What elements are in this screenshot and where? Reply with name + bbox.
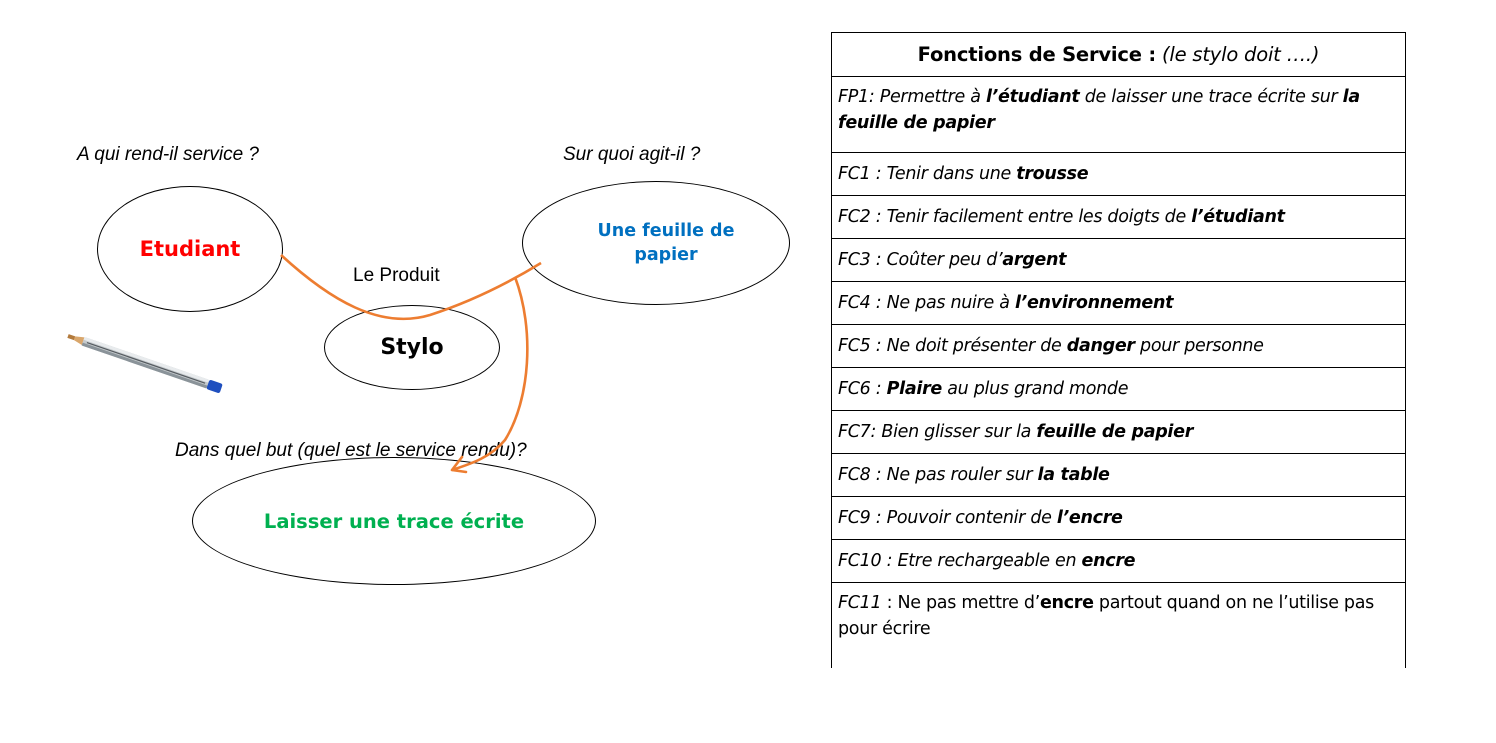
row-text-part: : Ne pas mettre d’ — [881, 593, 1041, 613]
pen-icon — [67, 334, 223, 393]
row-text-part: argent — [1002, 250, 1067, 270]
service-functions-table: Fonctions de Service : (le stylo doit ….… — [831, 32, 1406, 668]
purpose-label: Laisser une trace écrite — [263, 509, 525, 533]
product-label: Stylo — [380, 335, 444, 360]
table-row-fp1: FP1: Permettre à l’étudiant de laisser u… — [832, 76, 1405, 152]
row-text-part: FC10 : Etre rechargeable en — [838, 551, 1082, 571]
row-text-part: partout quand on ne l’utilise pas pour é… — [838, 593, 1374, 639]
table-row-fc5: FC5 : Ne doit présenter de danger pour p… — [832, 324, 1405, 367]
table-row-fc4: FC4 : Ne pas nuire à l’environnement — [832, 281, 1405, 324]
row-text-part: pour personne — [1134, 336, 1264, 356]
row-text: FC10 : Etre rechargeable en encre — [838, 548, 1136, 574]
row-text-part: encre — [1039, 593, 1094, 613]
row-text-part: FC7: Bien glisser sur la — [838, 422, 1037, 442]
row-text-part: FC4 : Ne pas nuire à — [838, 293, 1015, 313]
row-text-part: encre — [1081, 551, 1136, 571]
row-text-part: au plus grand monde — [942, 379, 1129, 399]
user-ellipse: Etudiant — [97, 186, 283, 312]
connector-curve — [280, 254, 542, 321]
header-subtitle: (le stylo doit ….) — [1161, 42, 1320, 66]
row-text-part: FC3 : Coûter peu d’ — [838, 250, 1003, 270]
arrowhead-icon — [450, 455, 468, 474]
table-row-fc6: FC6 : Plaire au plus grand monde — [832, 367, 1405, 410]
row-text-part: l’étudiant — [1191, 207, 1285, 227]
table-row-fc1: FC1 : Tenir dans une trousse — [832, 152, 1405, 195]
row-text: FC5 : Ne doit présenter de danger pour p… — [838, 333, 1264, 359]
table-row-fc8: FC8 : Ne pas rouler sur la table — [832, 453, 1405, 496]
table-row-fc7: FC7: Bien glisser sur la feuille de papi… — [832, 410, 1405, 453]
question-who: A qui rend-il service ? — [77, 144, 259, 165]
row-text: FC4 : Ne pas nuire à l’environnement — [838, 290, 1173, 316]
connector-arrow-line — [451, 276, 529, 472]
table-row-fc11: FC11 : Ne pas mettre d’encre partout qua… — [832, 582, 1405, 658]
row-text-part: Plaire — [886, 379, 943, 399]
product-ellipse: Stylo — [324, 305, 500, 390]
row-text: FC9 : Pouvoir contenir de l’encre — [838, 505, 1123, 531]
row-text: FC1 : Tenir dans une trousse — [838, 161, 1089, 187]
table-header: Fonctions de Service : (le stylo doit ….… — [832, 32, 1405, 76]
row-text: FC8 : Ne pas rouler sur la table — [838, 462, 1110, 488]
row-text-part: danger — [1066, 336, 1135, 356]
product-caption: Le Produit — [353, 265, 440, 286]
user-label: Etudiant — [139, 237, 241, 261]
row-text-part: trousse — [1016, 164, 1089, 184]
row-text-part: feuille de papier — [1036, 422, 1194, 442]
header-title: Fonctions de Service : — [917, 42, 1156, 66]
row-text: FP1: Permettre à l’étudiant de laisser u… — [838, 84, 1399, 136]
row-text-part: FC11 — [838, 593, 882, 613]
table-row-fc2: FC2 : Tenir facilement entre les doigts … — [832, 195, 1405, 238]
row-text-part: FC6 : — [838, 379, 887, 399]
table-tail — [832, 658, 1405, 668]
row-text-part: FC1 : Tenir dans une — [838, 164, 1017, 184]
row-text-part: l’environnement — [1014, 293, 1174, 313]
row-text-part: la table — [1037, 465, 1110, 485]
table-row-fc9: FC9 : Pouvoir contenir de l’encre — [832, 496, 1405, 539]
material-ellipse: Une feuille de papier — [522, 181, 790, 305]
row-text-part: de laisser une trace écrite sur — [1079, 87, 1343, 107]
row-text-part: l’encre — [1056, 508, 1123, 528]
table-row-fc10: FC10 : Etre rechargeable en encre — [832, 539, 1405, 582]
row-text: FC3 : Coûter peu d’argent — [838, 247, 1067, 273]
row-text: FC11 : Ne pas mettre d’encre partout qua… — [838, 590, 1399, 642]
row-text-part: FC9 : Pouvoir contenir de — [838, 508, 1057, 528]
table-row-fc3: FC3 : Coûter peu d’argent — [832, 238, 1405, 281]
row-text-part: FC5 : Ne doit présenter de — [838, 336, 1067, 356]
row-text: FC2 : Tenir facilement entre les doigts … — [838, 204, 1285, 230]
row-text-part: la feuille de papier — [838, 87, 1360, 133]
row-text: FC7: Bien glisser sur la feuille de papi… — [838, 419, 1193, 445]
question-what: Sur quoi agit-il ? — [563, 144, 701, 165]
row-text-part: l’étudiant — [985, 87, 1080, 107]
row-text-part: FC2 : Tenir facilement entre les doigts … — [838, 207, 1192, 227]
row-text-part: FC8 : Ne pas rouler sur — [838, 465, 1038, 485]
purpose-ellipse: Laisser une trace écrite — [192, 457, 596, 585]
question-why: Dans quel but (quel est le service rendu… — [175, 440, 527, 461]
row-text-part: FP1: Permettre à — [838, 87, 986, 107]
material-label: Une feuille de papier — [597, 221, 735, 265]
row-text: FC6 : Plaire au plus grand monde — [838, 376, 1129, 402]
